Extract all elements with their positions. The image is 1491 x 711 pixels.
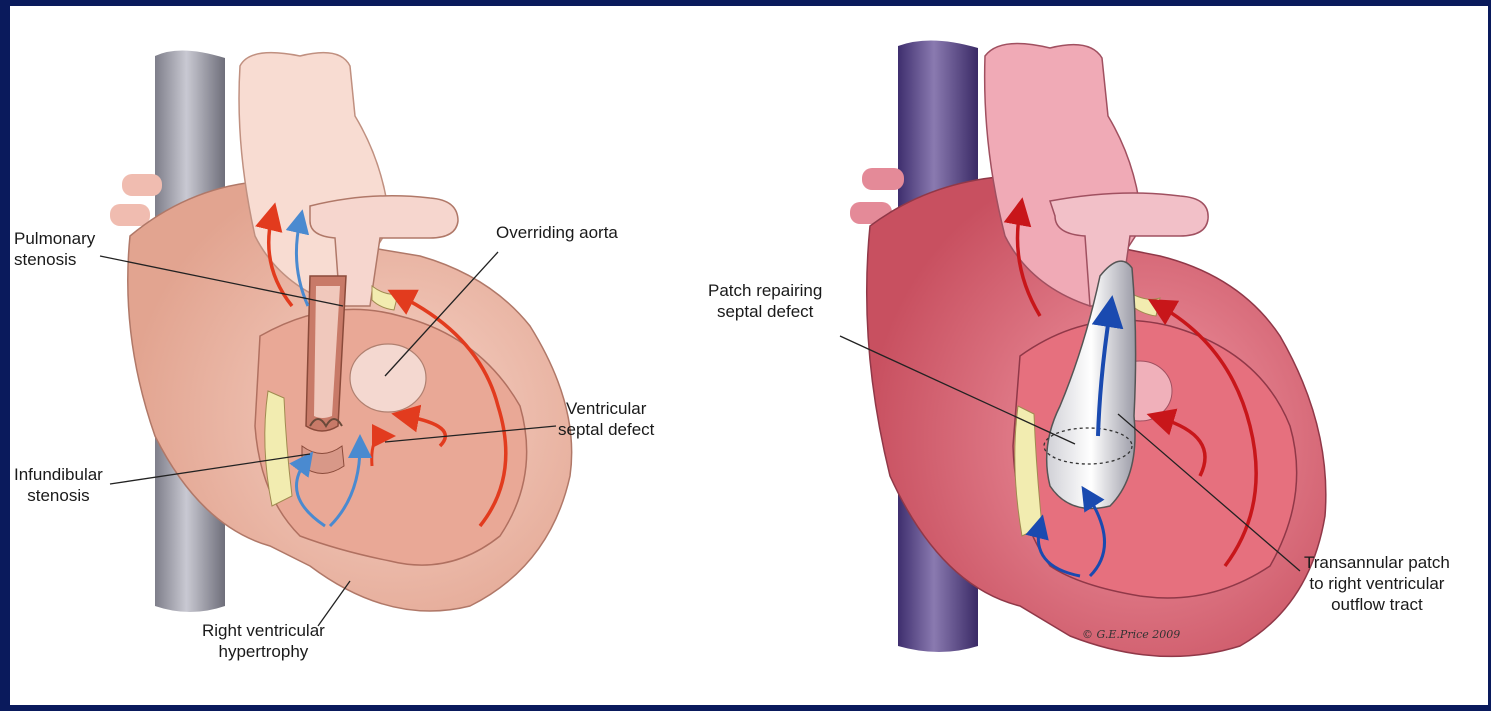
- left-pulmonary-vein-stub: [122, 174, 162, 196]
- label-infundibular-stenosis: Infundibular stenosis: [14, 464, 103, 506]
- left-pulmonary-vein-stub-2: [110, 204, 150, 226]
- diagram-svg: [10, 6, 1488, 705]
- label-overriding-aorta: Overriding aorta: [496, 222, 618, 243]
- left-heart-illustration: [110, 50, 572, 612]
- label-transannular-patch: Transannular patch to right ventricular …: [1304, 552, 1450, 615]
- label-right-ventricular-hypertrophy: Right ventricular hypertrophy: [202, 620, 325, 662]
- label-pulmonary-stenosis: Pulmonary stenosis: [14, 228, 95, 270]
- diagram-canvas: Pulmonary stenosis Overriding aorta Vent…: [10, 6, 1488, 705]
- left-overriding-aorta-bulge: [350, 344, 426, 412]
- label-patch-septal-defect: Patch repairing septal defect: [708, 280, 822, 322]
- right-heart-illustration: [850, 40, 1326, 656]
- label-ventricular-septal-defect: Ventricular septal defect: [558, 398, 654, 440]
- right-pulmonary-vein-stub: [862, 168, 904, 190]
- artist-signature: © G.E.Price 2009: [1082, 628, 1180, 641]
